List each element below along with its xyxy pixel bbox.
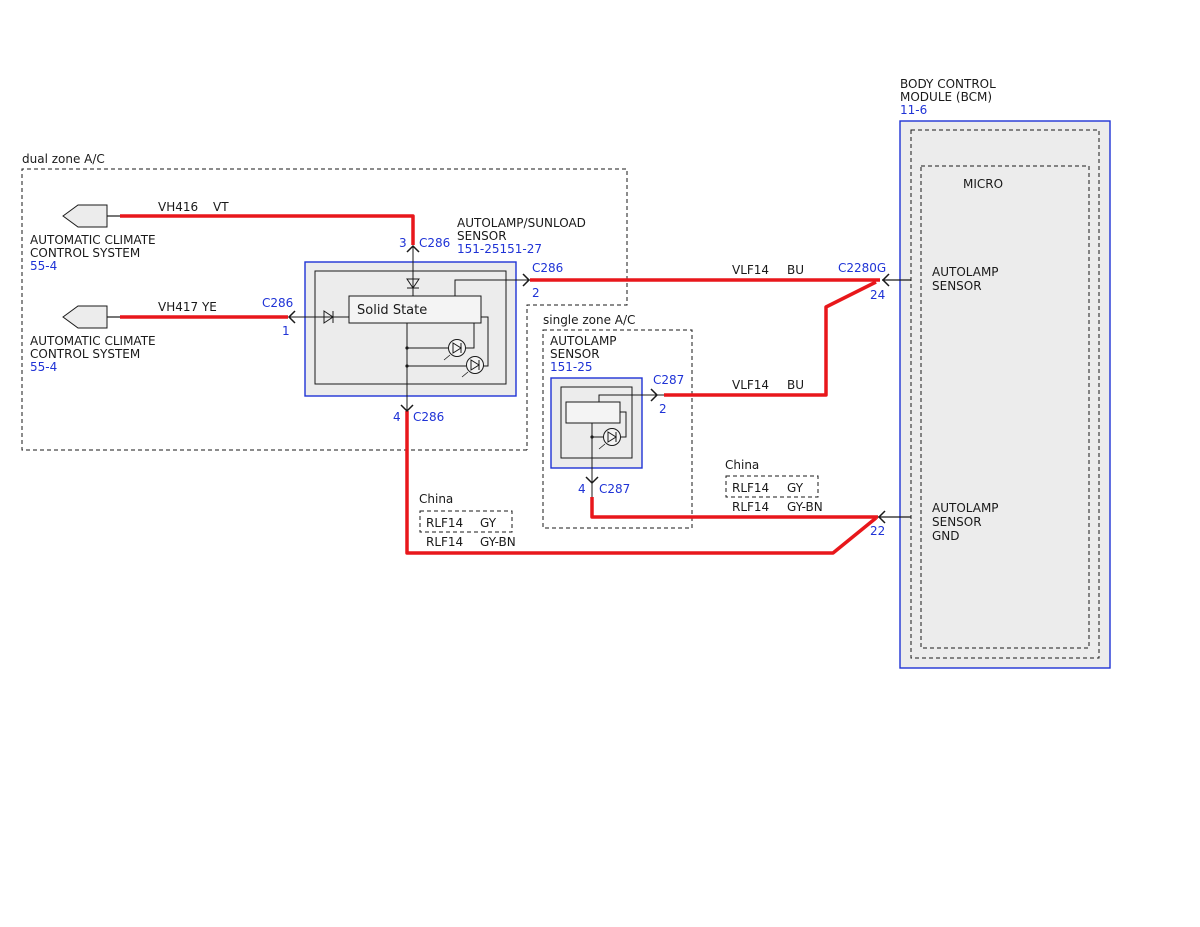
- junction-dot-2: [405, 364, 409, 368]
- photodiode-2-ray: [461, 371, 469, 378]
- single-zone-label: single zone A/C: [543, 313, 635, 327]
- acc-bottom-label-1: AUTOMATIC CLIMATE: [30, 334, 156, 348]
- acc-top-label-1: AUTOMATIC CLIMATE: [30, 233, 156, 247]
- c286-pin2-wire-internal: [454, 279, 530, 296]
- c286-pin2-arrow: [522, 273, 531, 287]
- bcm-pin22-label-2: SENSOR: [932, 515, 982, 529]
- acc-bottom-connector-icon: [62, 305, 108, 329]
- c286-pin1-name: C286: [262, 296, 293, 310]
- autolamp-junction-dot: [590, 435, 594, 439]
- bcm-pin24-num: 24: [870, 288, 885, 302]
- sunload-sensor-inner: [314, 270, 507, 385]
- bcm-pin22-num: 22: [870, 524, 885, 538]
- wire-vlf14-mid-circuit: VLF14: [732, 378, 769, 392]
- diode-top-icon: [406, 278, 420, 289]
- bcm-ref: 11-6: [900, 103, 927, 117]
- china-right-boxed-circuit: RLF14: [732, 481, 769, 495]
- china-left-title: China: [419, 492, 453, 506]
- photodiode-1-ray: [443, 354, 451, 361]
- bcm-pin22-arrow: [877, 510, 886, 524]
- diode-left-icon: [323, 310, 334, 324]
- photodiode-1-triangle: [452, 342, 462, 354]
- china-right-title: China: [725, 458, 759, 472]
- bcm-inner-frame: [910, 129, 1100, 659]
- bcm-pin22-label-1: AUTOLAMP: [932, 501, 999, 515]
- wire-vlf14-top-circuit: VLF14: [732, 263, 769, 277]
- autolamp-sensor-label-2: SENSOR: [550, 347, 600, 361]
- acc-top-label-2: CONTROL SYSTEM: [30, 246, 140, 260]
- c286-pin2-num: 2: [532, 286, 540, 300]
- wire-vh416-color: VT: [213, 200, 229, 214]
- c286-pin2-name: C286: [532, 261, 563, 275]
- c287-pin2-name: C287: [653, 373, 684, 387]
- bcm-pin22-label-3: GND: [932, 529, 960, 543]
- autolamp-sensor-out-line: [598, 394, 664, 402]
- china-right-color: GY-BN: [787, 500, 823, 514]
- c286-pin1-num: 1: [282, 324, 290, 338]
- c286-pin4-arrow: [400, 404, 414, 413]
- autolamp-photodiode-triangle: [607, 431, 617, 443]
- c287-pin4-name: C287: [599, 482, 630, 496]
- acc-top-connector-icon: [62, 204, 108, 228]
- autolamp-sensor-inner: [560, 386, 633, 459]
- c287-pin4-num: 4: [578, 482, 586, 496]
- bcm-pin24-label-2: SENSOR: [932, 279, 982, 293]
- china-right-boxed-color: GY: [787, 481, 804, 495]
- wire-vh416-circuit: VH416: [158, 200, 198, 214]
- photodiode-1-icon: [448, 339, 466, 357]
- dual-zone-label: dual zone A/C: [22, 152, 105, 166]
- bcm-title-1: BODY CONTROL: [900, 77, 996, 91]
- bcm-box: [899, 120, 1111, 669]
- c287-pin2-num: 2: [659, 402, 667, 416]
- sunload-sensor-ref: 151-25151-27: [457, 242, 542, 256]
- photodiode-2-icon: [466, 356, 484, 374]
- wire-vlf14-mid-color: BU: [787, 378, 804, 392]
- c286-pin3-num: 3: [399, 236, 407, 250]
- autolamp-photodiode-icon: [603, 428, 621, 446]
- bcm-title-2: MODULE (BCM): [900, 90, 992, 104]
- c287-pin2-arrow: [650, 388, 659, 402]
- autolamp-sensor-block: [565, 401, 621, 424]
- c287-pin4-arrow: [585, 476, 599, 485]
- dual-zone-frame: [21, 168, 628, 451]
- c286-pin4-num: 4: [393, 410, 401, 424]
- china-right-circuit: RLF14: [732, 500, 769, 514]
- solid-state-block: [348, 295, 482, 324]
- solid-state-label: Solid State: [357, 303, 427, 318]
- bcm-pin24-arrow: [881, 273, 890, 287]
- wire-vlf14-top-color: BU: [787, 263, 804, 277]
- bcm-micro-label: MICRO: [963, 177, 1003, 191]
- sunload-sensor-label-1: AUTOLAMP/SUNLOAD: [457, 216, 586, 230]
- c286-pin4-name: C286: [413, 410, 444, 424]
- wire-rlf14-left: [405, 411, 878, 555]
- wire-rlf14-right: [590, 497, 878, 519]
- china-left-circuit: RLF14: [426, 535, 463, 549]
- china-right-box: [725, 475, 819, 498]
- autolamp-sensor-ref: 151-25: [550, 360, 593, 374]
- autolamp-sensor-feedback: [620, 411, 627, 438]
- wire-vh416: [120, 214, 415, 245]
- acc-top-ref: 55-4: [30, 259, 57, 273]
- bcm-pin24-label-1: AUTOLAMP: [932, 265, 999, 279]
- china-left-boxed-circuit: RLF14: [426, 516, 463, 530]
- china-left-boxed-color: GY: [480, 516, 497, 530]
- junction-dot-1: [405, 346, 409, 350]
- photodiode-2-triangle: [470, 359, 480, 371]
- autolamp-sensor-label-1: AUTOLAMP: [550, 334, 617, 348]
- autolamp-photodiode-ray: [598, 443, 606, 450]
- c286-pin3-name: C286: [419, 236, 450, 250]
- sunload-sensor-label-2: SENSOR: [457, 229, 507, 243]
- china-left-box: [419, 510, 513, 533]
- sunload-pd1-return: [466, 323, 475, 349]
- sunload-sensor-box: [304, 261, 517, 397]
- single-zone-frame: [542, 329, 693, 529]
- acc-bottom-label-2: CONTROL SYSTEM: [30, 347, 140, 361]
- acc-bottom-ref: 55-4: [30, 360, 57, 374]
- wire-vh417-label: VH417 YE: [158, 300, 217, 314]
- china-left-color: GY-BN: [480, 535, 516, 549]
- bcm-micro-frame: [920, 165, 1090, 649]
- bcm-connector-label: C2280G: [838, 261, 886, 275]
- wire-vlf14-mid: [664, 280, 877, 397]
